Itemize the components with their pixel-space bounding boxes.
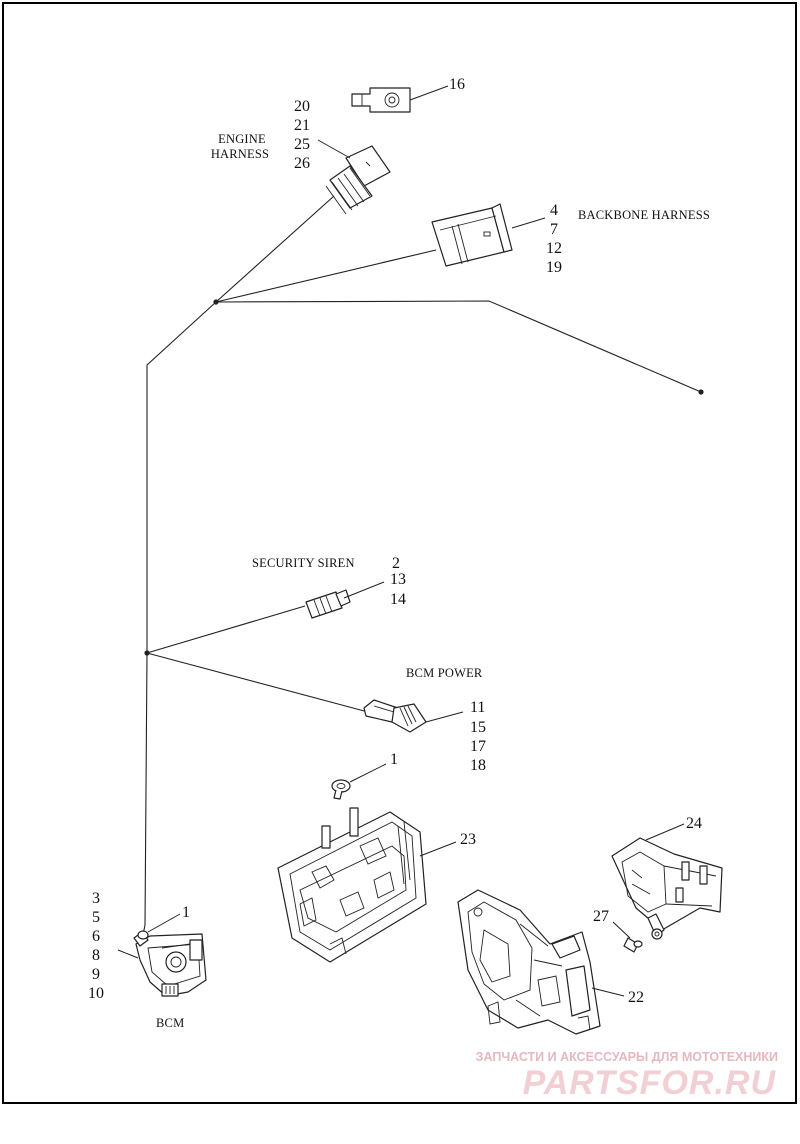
security-siren-label: SECURITY SIREN (252, 556, 355, 570)
leader-bcm-power (425, 711, 464, 723)
callout-24: 24 (686, 815, 702, 832)
leader-16 (409, 85, 449, 101)
callout-power-15: 15 (470, 719, 486, 736)
engine-harness-label-line1: ENGINE (218, 132, 266, 146)
leader-27 (612, 921, 631, 939)
bcm-module (133, 930, 207, 997)
leader-22 (591, 987, 625, 997)
callout-bcm-1: 1 (182, 904, 190, 921)
callout-backbone-4: 4 (550, 202, 558, 219)
part-23-bcm-tray (277, 807, 427, 963)
harness-wires (142, 195, 704, 936)
callout-engine-20: 20 (294, 98, 310, 115)
callout-siren-14: 14 (390, 591, 406, 608)
leader-backbone-harness (511, 217, 546, 229)
callout-backbone-7: 7 (550, 221, 558, 238)
callout-bcm-5: 5 (92, 909, 100, 926)
watermark-brand: PARTSFOR.RU (523, 1064, 777, 1102)
callout-power-11: 11 (470, 699, 485, 716)
callout-backbone-19: 19 (546, 259, 562, 276)
callout-bcm-6: 6 (92, 928, 100, 945)
callout-engine-25: 25 (294, 136, 310, 153)
callout-backbone-12: 12 (546, 240, 562, 257)
bcm-label: BCM (156, 1016, 184, 1030)
callout-23: 23 (460, 831, 476, 848)
leader-23 (419, 841, 457, 857)
leader-clip-1 (349, 763, 387, 783)
callout-bcm-10: 10 (88, 985, 104, 1002)
diagram-frame (2, 2, 797, 1104)
leader-engine-harness (317, 139, 351, 159)
callout-22: 22 (628, 989, 644, 1006)
callout-16: 16 (449, 76, 465, 93)
watermark-tagline: ЗАПЧАСТИ И АКСЕССУАРЫ ДЛЯ МОТОТЕХНИКИ (476, 1050, 778, 1064)
callout-power-17: 17 (470, 738, 486, 755)
callout-siren-13: 13 (390, 571, 406, 588)
engine-harness-connector (325, 145, 391, 215)
callout-27: 27 (593, 908, 609, 925)
leader-bcm (117, 949, 139, 959)
backbone-harness-connector (431, 203, 513, 267)
leader-bcm-clip-1 (147, 913, 181, 933)
bcm-power-connector (363, 699, 427, 733)
callout-engine-26: 26 (294, 155, 310, 172)
callout-bcm-8: 8 (92, 947, 100, 964)
callout-siren-2: 2 (392, 555, 400, 572)
callout-clip-1: 1 (390, 751, 398, 768)
leader-24 (645, 823, 685, 841)
part-24-bracket (611, 837, 723, 940)
callout-bcm-3: 3 (92, 890, 100, 907)
security-siren-connector (305, 589, 351, 619)
callout-power-18: 18 (470, 757, 486, 774)
bcm-power-label: BCM POWER (406, 666, 483, 680)
engine-harness-label-line2: HARNESS (211, 147, 269, 161)
callout-engine-21: 21 (294, 117, 310, 134)
part-22-frame-bracket (457, 889, 601, 1035)
part-1-cable-clip (331, 779, 351, 800)
backbone-harness-label: BACKBONE HARNESS (578, 208, 710, 222)
callout-bcm-9: 9 (92, 966, 100, 983)
part-27-screw (623, 937, 643, 953)
leader-security-siren (343, 581, 385, 599)
part-16-clip (351, 87, 411, 113)
